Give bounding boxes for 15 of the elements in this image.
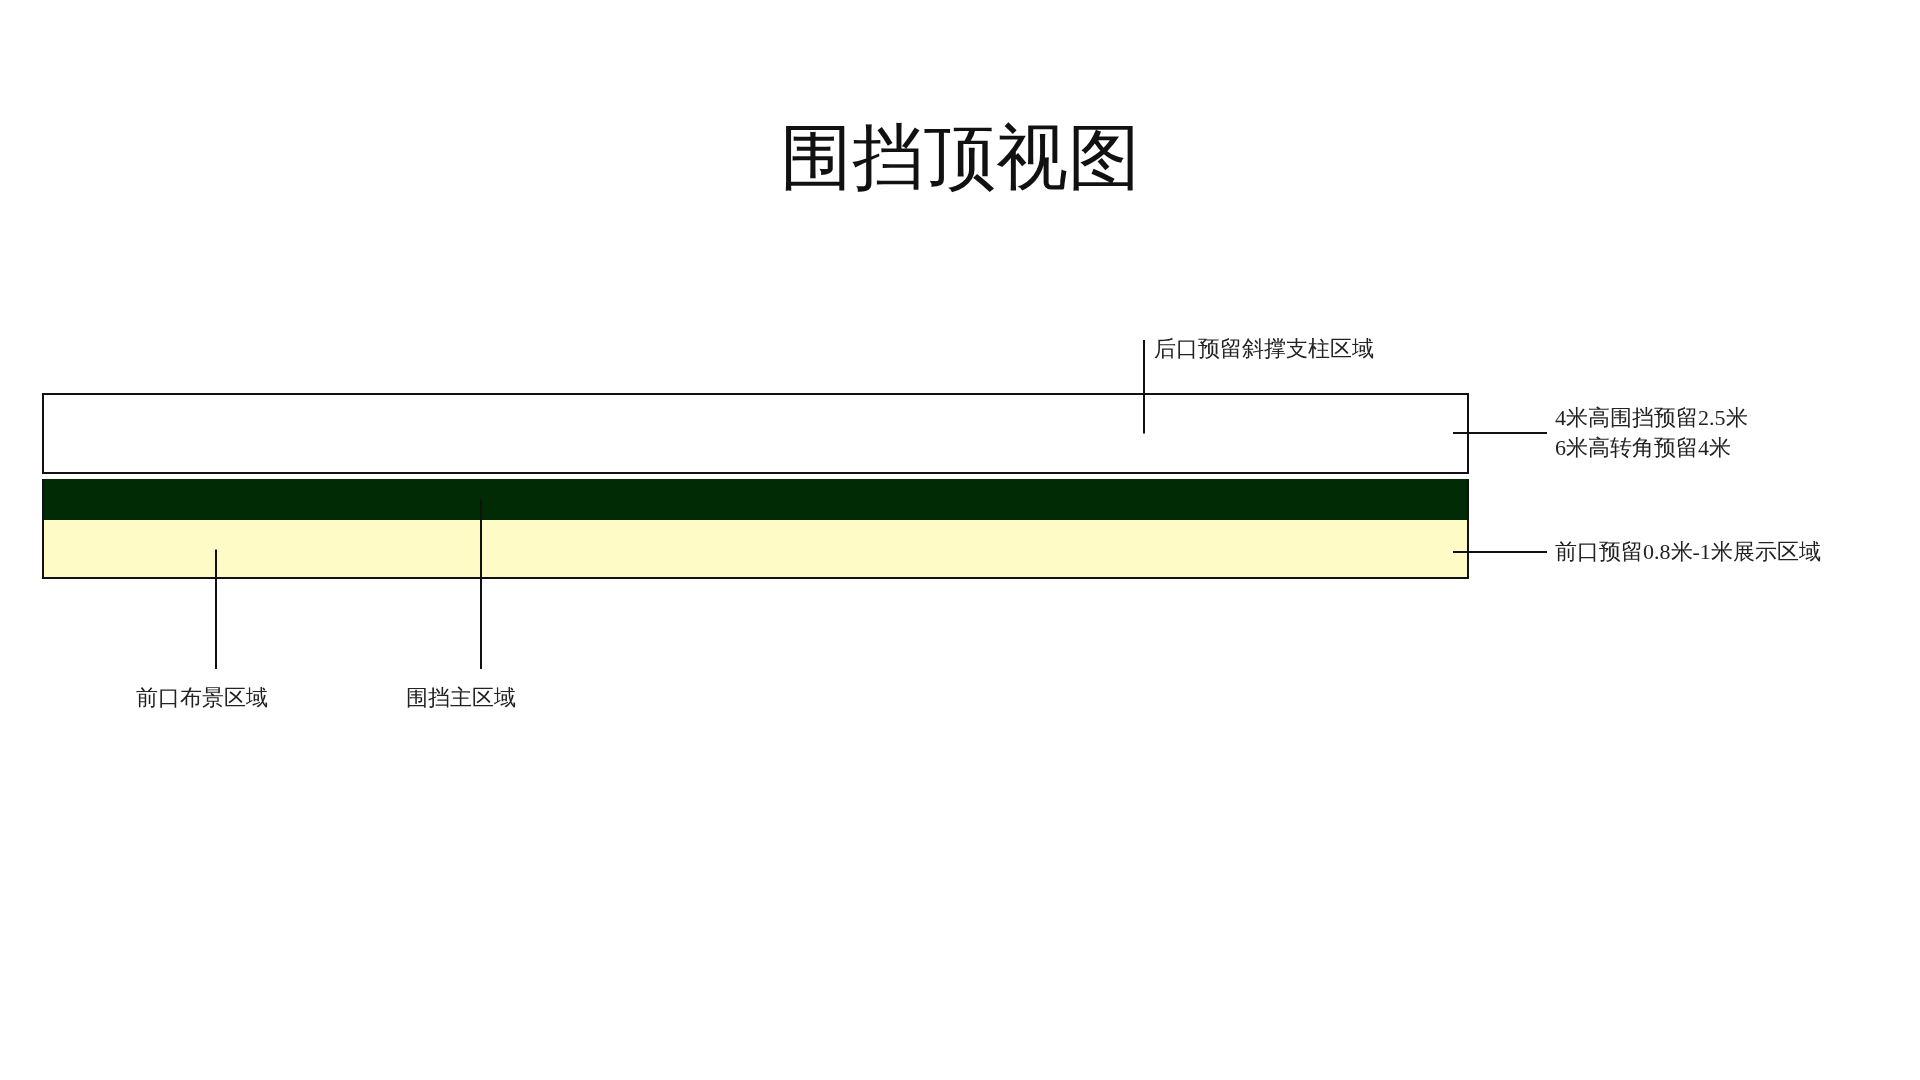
leader-label: 6米高转角预留4米 — [1555, 434, 1732, 462]
front-area-band — [42, 520, 1469, 579]
diagram-title: 围挡顶视图 — [779, 114, 1141, 201]
leader-line — [1452, 432, 1548, 434]
leader-line — [215, 548, 217, 670]
leader-label: 后口预留斜撑支柱区域 — [1154, 335, 1375, 363]
leader-label: 前口预留0.8米-1米展示区域 — [1555, 538, 1822, 566]
rear-area-strip — [42, 393, 1469, 474]
leader-label: 围挡主区域 — [406, 684, 517, 712]
main-area-band — [42, 479, 1469, 520]
leader-line — [1452, 551, 1548, 553]
leader-label: 4米高围挡预留2.5米 — [1555, 404, 1749, 432]
leader-line — [1143, 339, 1145, 435]
leader-line — [480, 498, 482, 670]
leader-label: 前口布景区域 — [136, 684, 269, 712]
